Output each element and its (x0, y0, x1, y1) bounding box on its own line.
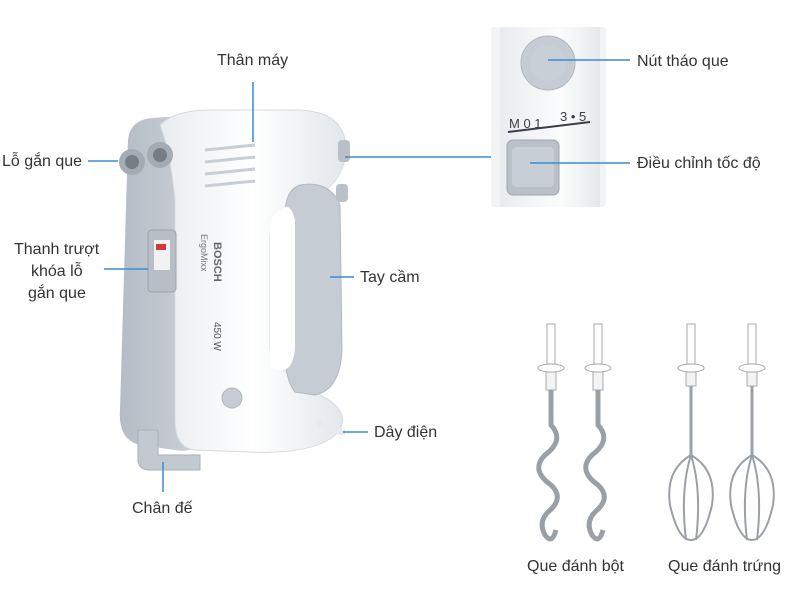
dough-hooks (536, 323, 612, 542)
model-text: ErgoMixx (199, 234, 209, 272)
label-chan-de: Chân đế (132, 500, 193, 517)
mixer-handle (284, 183, 343, 396)
label-than-may: Thân máy (217, 52, 289, 69)
power-text: 450 W (211, 322, 222, 351)
leader-lines (88, 59, 630, 492)
whisks (668, 323, 775, 542)
speed-marks-right: 3 • 5 (560, 109, 587, 124)
label-que-danh-bot: Que đánh bột (527, 558, 624, 575)
label-lo-gan-que: Lỗ gắn que (2, 153, 83, 170)
label-dieu-chinh-toc-do: Điều chỉnh tốc độ (637, 155, 761, 172)
label-que-danh-trung: Que đánh trứng (668, 558, 782, 575)
label-thanh-truot-line3: gắn que (28, 285, 86, 302)
label-thanh-truot-line1: Thanh trượt (14, 241, 100, 258)
power-cord (315, 418, 346, 435)
speed-control-inset (491, 27, 606, 207)
mixer-handle-hole (270, 206, 295, 371)
label-thanh-truot-line2: khóa lỗ (31, 263, 83, 280)
vent-slots (204, 143, 256, 188)
beater-socket-holes (119, 142, 173, 175)
label-day-dien: Dây điện (374, 424, 438, 441)
label-nut-thao-que: Nút tháo que (637, 53, 729, 70)
eject-dot (221, 387, 243, 409)
speed-marks-left: M 0 1 (509, 116, 542, 131)
label-tay-cam: Tay cầm (360, 269, 420, 286)
mixer-stand-foot (137, 429, 201, 471)
